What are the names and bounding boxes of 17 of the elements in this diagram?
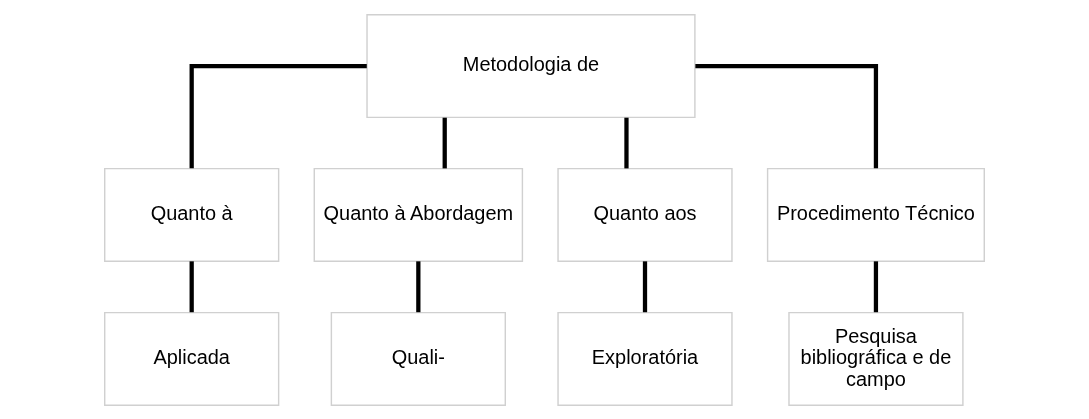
- node-box: Quanto à: [104, 167, 280, 262]
- node-box: Aplicada: [104, 311, 280, 406]
- connector: [695, 63, 879, 168]
- connector: [442, 117, 447, 168]
- connector: [189, 63, 367, 168]
- connector: [416, 260, 421, 312]
- connector: [873, 260, 879, 312]
- node-box: Metodologia de: [366, 13, 696, 118]
- node-box: Pesquisa bibliográfica e de campo: [788, 311, 964, 406]
- node-box: Exploratória: [557, 311, 733, 406]
- connector: [624, 117, 629, 168]
- node-box: Procedimento Técnico: [766, 167, 985, 262]
- connector: [642, 260, 648, 312]
- node-box: Quali-: [330, 311, 506, 406]
- node-box: Quanto aos: [557, 167, 733, 262]
- connector: [189, 260, 194, 312]
- node-box: Quanto à Abordagem: [313, 167, 524, 262]
